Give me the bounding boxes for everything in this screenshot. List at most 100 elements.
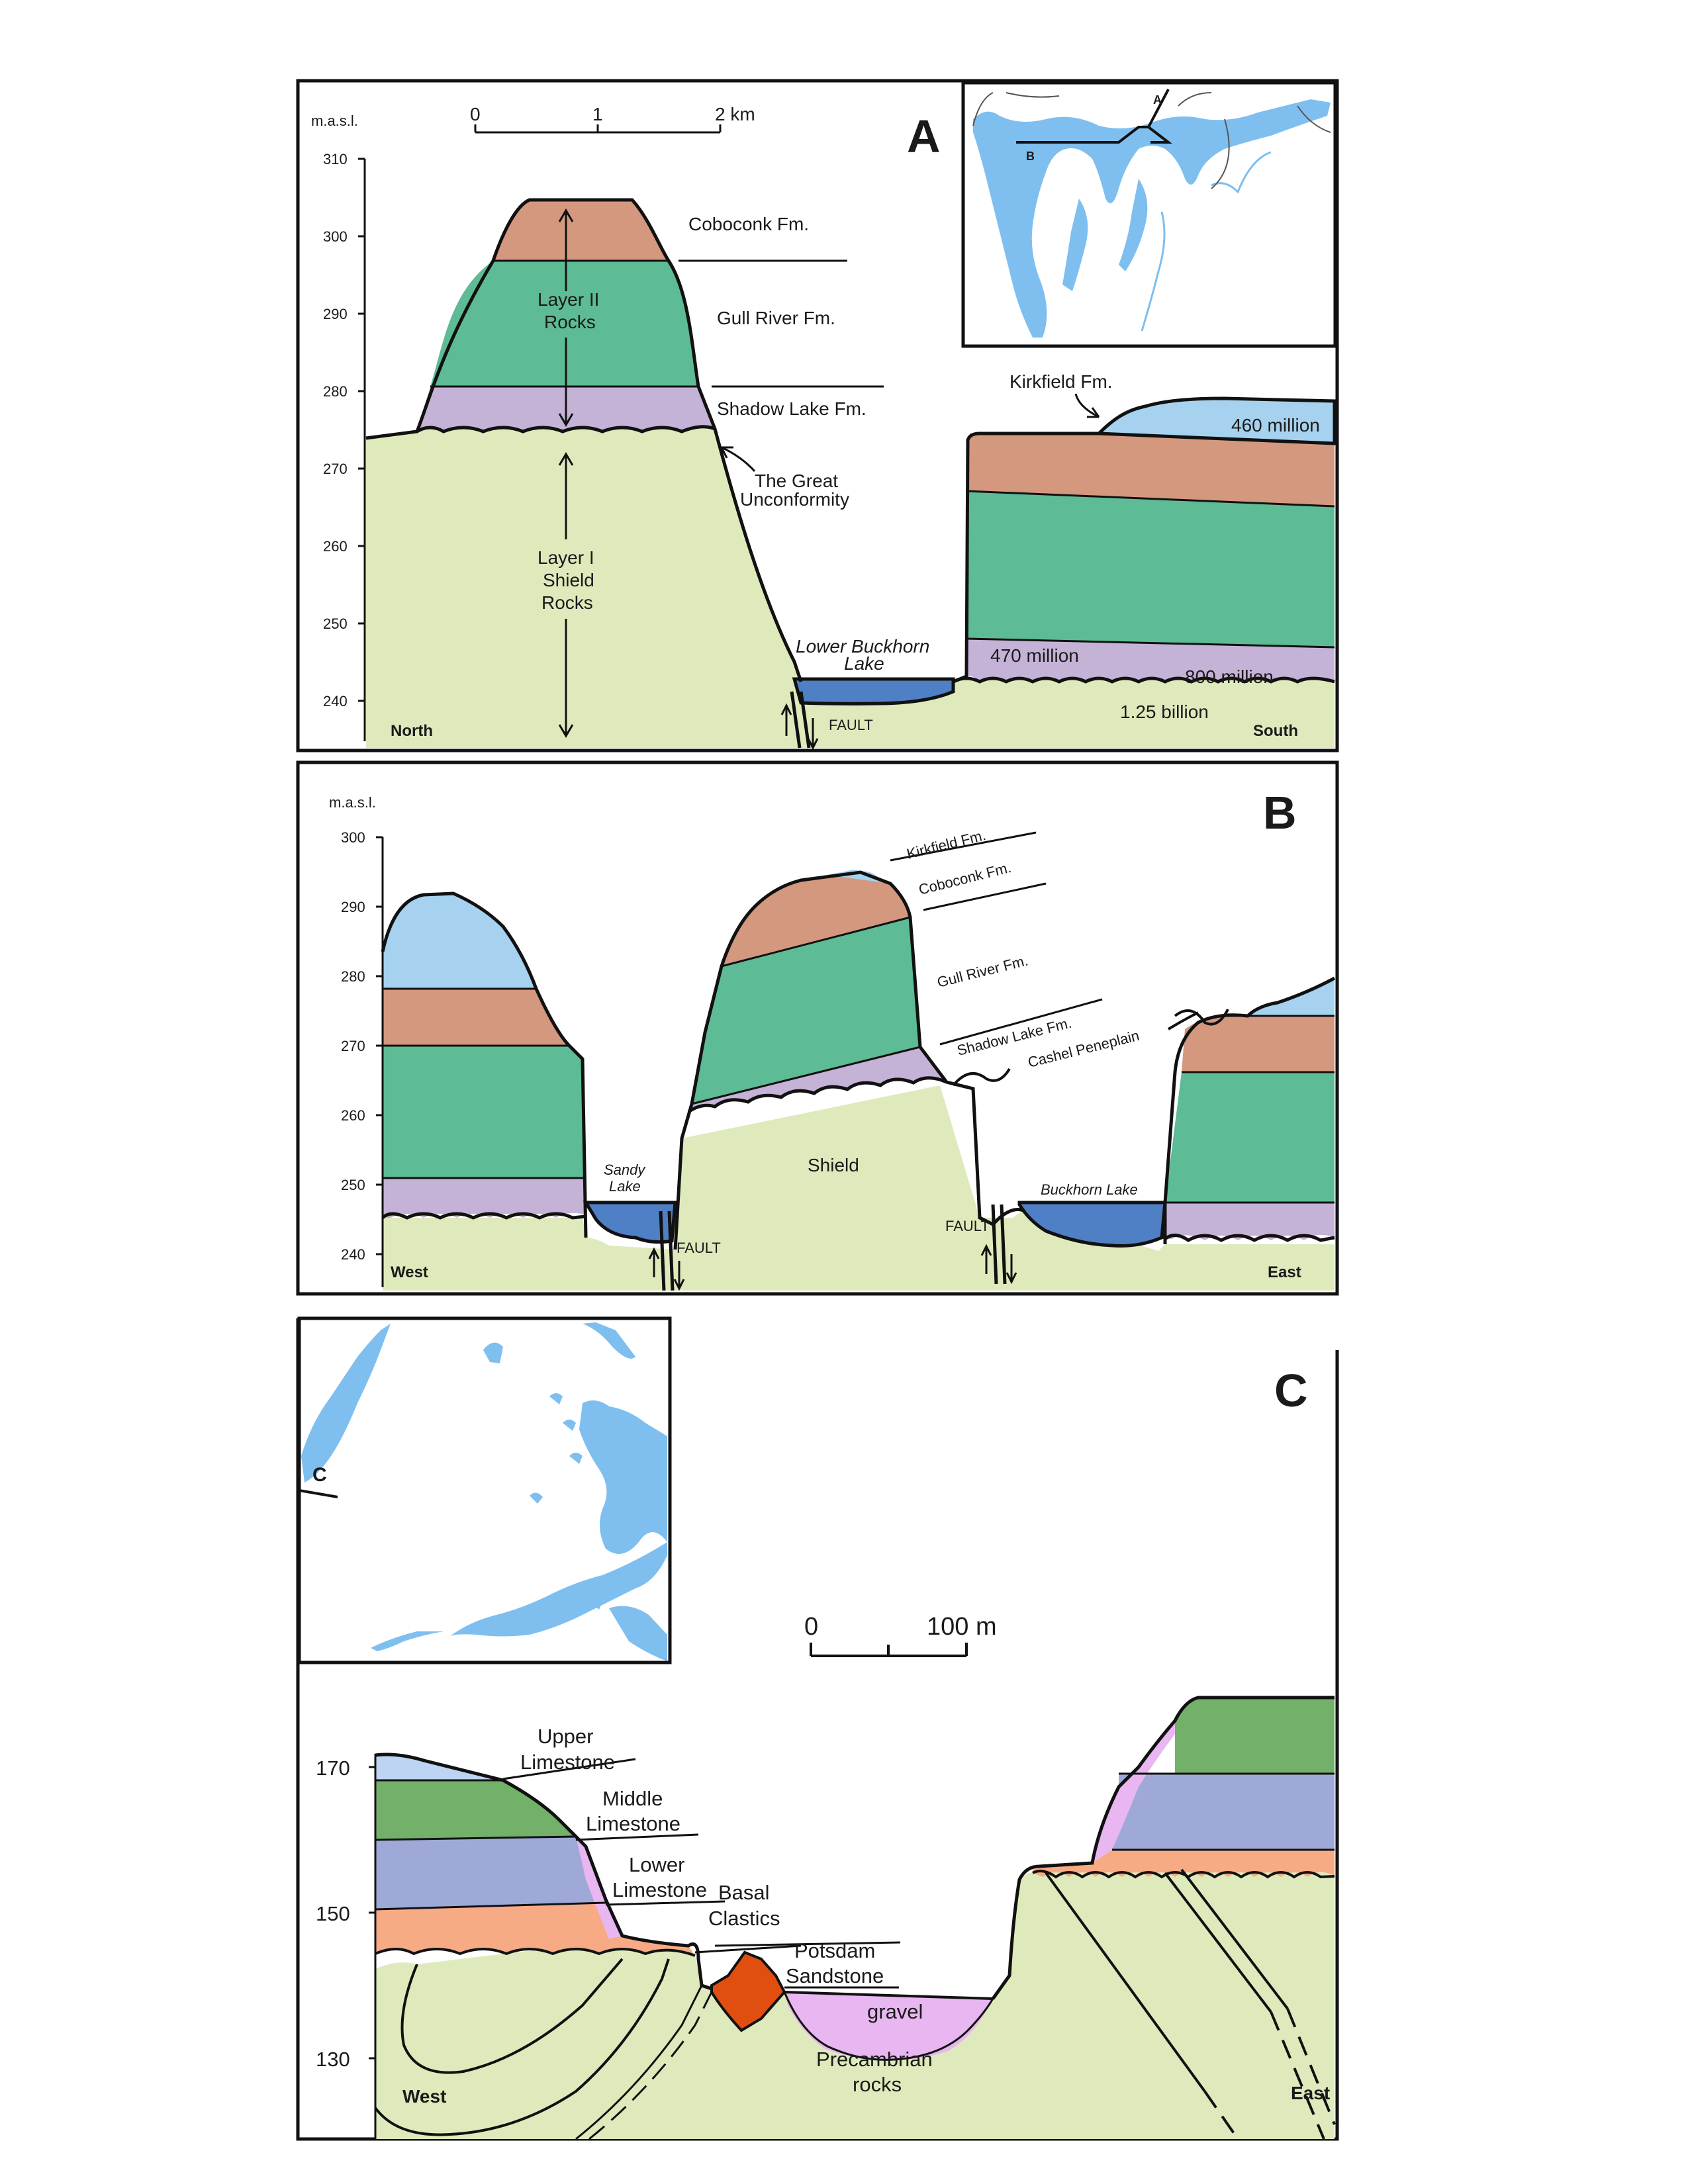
a-kirkfield-arrow-icon <box>1074 393 1100 418</box>
b-leader-line <box>939 998 1103 1046</box>
b-shadow-lake-center <box>688 1047 947 1112</box>
c-east-label: East <box>1291 2083 1330 2103</box>
a-north-label: North <box>391 722 433 740</box>
a-boundary-line <box>966 637 1335 649</box>
c-basal-clastics-label: Basal <box>718 1881 770 1904</box>
b-fault-arrow-up-icon <box>648 1247 660 1277</box>
a-fault-line <box>790 691 802 749</box>
a-age-125: 1.25 billion <box>1120 702 1209 722</box>
b-fault-line <box>991 1204 998 1285</box>
b-fault-label: FAULT <box>677 1240 721 1256</box>
b-sandy-lake <box>583 1201 677 1244</box>
c-middle-limestone-label: Middle <box>602 1787 663 1810</box>
panel-a: m.a.s.l. 310 300 290 280 270 260 250 240… <box>296 79 1339 752</box>
b-fault-line <box>659 1210 666 1291</box>
a-fault-arrow-down-icon <box>807 718 819 751</box>
a-tick-label: 290 <box>323 306 348 322</box>
b-tick-label: 290 <box>341 899 365 915</box>
c-precambrian-label: Precambrian <box>816 2048 933 2071</box>
b-leader-line <box>923 882 1047 911</box>
b-peneplain-squiggle-icon <box>952 1068 1011 1087</box>
c-lower-limestone-east <box>1112 1774 1335 1850</box>
b-fault-arrow-down-icon <box>673 1261 685 1291</box>
b-sandy-lake-label: Sandy <box>604 1161 646 1178</box>
b-tick-label: 300 <box>341 829 365 846</box>
a-tick-marks <box>358 158 365 702</box>
c-upper-limestone-label: Upper <box>538 1725 593 1748</box>
a-shadow-lake-label: Shadow Lake Fm. <box>717 398 867 419</box>
a-lake-label: Lower Buckhorn <box>796 636 929 657</box>
a-layer1-label: Rocks <box>541 592 593 613</box>
b-coboconk-east <box>1182 1016 1335 1072</box>
c-fold-line <box>400 1958 624 2074</box>
a-layer2-label: Layer II <box>538 289 599 310</box>
a-layer1-label: Layer I <box>538 547 594 568</box>
a-boundary-line <box>966 490 1335 508</box>
panel-c-letter: C <box>1274 1365 1308 1416</box>
c-gravel-east-wedge <box>1092 1721 1175 1863</box>
c-east-fault-dashed <box>1286 2008 1336 2125</box>
c-leader-line <box>714 1941 901 1947</box>
a-coboconk-layer-north <box>493 200 669 261</box>
b-gull-river-east <box>1165 1072 1335 1203</box>
a-inset-label-a: A <box>1153 93 1162 107</box>
a-age-470: 470 million <box>990 645 1079 666</box>
b-east-block-outline <box>1163 976 1336 1244</box>
panel-b-letter: B <box>1263 787 1297 839</box>
a-fault-line <box>799 691 811 749</box>
b-tick-label: 280 <box>341 968 365 985</box>
a-tick-label: 250 <box>323 615 348 632</box>
a-kirkfield-layer-south <box>1095 396 1336 445</box>
c-gravel-base-line <box>783 1991 994 2061</box>
a-scale-zero: 0 <box>470 104 481 124</box>
c-tick-label: 150 <box>316 1902 350 1925</box>
b-unconformity-center <box>687 1076 947 1114</box>
c-potsdam-label: Potsdam <box>794 1939 875 1962</box>
c-east-fault-line <box>1045 1872 1206 2093</box>
c-leader-line <box>575 1833 699 1841</box>
a-unconformity-label: Unconformity <box>740 489 849 510</box>
b-west-block-outline <box>381 891 588 1238</box>
c-leader-line <box>502 1758 636 1780</box>
c-inset-label: C <box>312 1464 327 1486</box>
b-axis-unit: m.a.s.l. <box>329 794 376 811</box>
b-west-label: West <box>391 1263 428 1281</box>
a-inset-map: A B <box>961 81 1337 348</box>
a-unconformity-wavy-north <box>416 425 716 433</box>
c-gravel-label: gravel <box>867 2000 923 2023</box>
b-tick-label: 260 <box>341 1107 365 1124</box>
c-gravel-layer <box>784 1992 993 2061</box>
b-unconformity-east <box>1164 1234 1335 1242</box>
a-tick-label: 280 <box>323 383 348 400</box>
a-gull-river-layer-south <box>966 491 1335 647</box>
a-gull-river-label: Gull River Fm. <box>717 308 835 328</box>
b-fault-line <box>667 1210 675 1291</box>
a-south-block-outline <box>953 432 1099 684</box>
panel-c: C C 0 100 m <box>296 1316 1339 2141</box>
a-kirkfield-label: Kirkfield Fm. <box>1009 371 1113 392</box>
a-unconformity-arrow-icon <box>720 446 756 473</box>
a-tick-label: 270 <box>323 461 348 477</box>
b-gull-river-center <box>692 917 920 1104</box>
c-precambrian-layer <box>375 1853 1335 2139</box>
c-east-fault-line <box>1164 1872 1272 2013</box>
a-scale-bar: 0 1 2 km <box>470 104 755 134</box>
c-basal-clastics-east <box>1033 1850 1335 1877</box>
a-unconformity-wavy-south <box>952 676 1335 684</box>
a-fault-label: FAULT <box>829 717 873 733</box>
c-lower-limestone-label: Lower <box>629 1853 684 1876</box>
b-shadow-lake-west <box>383 1178 586 1218</box>
c-middle-limestone-east <box>1175 1698 1335 1774</box>
a-tick-label: 240 <box>323 693 348 709</box>
b-boundary-line <box>691 1046 921 1105</box>
c-east-fault-dashed <box>1270 2011 1325 2140</box>
a-inset-label-b: B <box>1026 150 1035 163</box>
c-unconformity-east <box>1032 1870 1335 1879</box>
a-boundary-line <box>1102 433 1335 445</box>
a-unconformity-label: The Great <box>755 471 838 491</box>
c-boundary-line <box>375 1901 606 1911</box>
b-fault-arrow-up-icon <box>980 1244 992 1274</box>
b-boundary-line <box>721 916 911 968</box>
c-tick-label: 130 <box>316 2048 350 2071</box>
a-age-800: 800 million <box>1185 666 1274 687</box>
